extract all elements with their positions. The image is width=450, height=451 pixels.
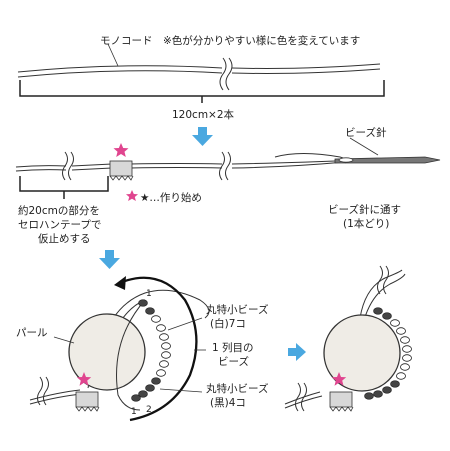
pearl-bead-final (323, 314, 401, 392)
tape-note-line2: セロハンテープで (18, 219, 101, 231)
white-beads-label-2: (白)7コ (210, 317, 246, 330)
leader-line-white (167, 317, 203, 331)
bead-white (402, 354, 412, 362)
bead-white (400, 336, 410, 344)
pearl-label: パール (16, 327, 48, 339)
step3-assembly (29, 289, 210, 412)
length-label: 120cm×2本 (172, 108, 235, 121)
start-marker-label: ★…作り始め (140, 191, 202, 204)
bead-white (402, 345, 412, 353)
bead-black (145, 307, 155, 315)
bead-white (159, 333, 169, 341)
bead-black (138, 390, 148, 398)
bead-black (373, 390, 383, 398)
step2-cord (15, 151, 361, 181)
arrow-down-1 (192, 127, 213, 146)
white-beads-label-1: 丸特小ビーズ (206, 303, 268, 316)
leader-line-pearl (53, 336, 75, 344)
bead-white (400, 363, 410, 371)
bead-needle-icon (334, 156, 441, 164)
bead-needle-label: ビーズ針 (345, 126, 387, 139)
bead-black (382, 386, 392, 394)
pearl-bead (68, 313, 146, 391)
thread-note-line2: (1本どり) (343, 217, 389, 230)
thread-note-line1: ビーズ針に通す (328, 203, 401, 216)
step1-cord (17, 57, 381, 91)
bead-black (138, 299, 148, 307)
row-number-top: 1 (146, 289, 152, 299)
bead-white (156, 324, 166, 332)
step4-bead-ring (364, 307, 412, 400)
bead-white (396, 372, 406, 380)
bead-black (382, 312, 392, 320)
tape-icon (109, 160, 134, 181)
step4-assembly (284, 265, 406, 412)
leader-line-mono (107, 43, 119, 67)
black-beads-label-1: 丸特小ビーズ (206, 382, 268, 395)
leader-line-black (159, 388, 203, 393)
row-arc (121, 276, 198, 422)
row-arc-arrowhead (114, 276, 126, 290)
row-label-1: 1 列目の (212, 341, 254, 354)
row-label-2: ビーズ (218, 355, 249, 368)
bead-black (145, 384, 155, 392)
tape-note-line1: 約20cmの部分を (18, 204, 100, 217)
bead-black (364, 392, 374, 400)
tape-note-line3: 仮止めする (38, 232, 91, 245)
bead-white (151, 315, 161, 323)
black-beads-label-2: (黒)4コ (210, 397, 246, 409)
bead-black (131, 394, 141, 402)
row-number-bottom-1: 1 (131, 407, 137, 417)
arrow-right (288, 343, 306, 361)
bead-white (396, 327, 406, 335)
bead-black (373, 307, 383, 315)
start-star-icon (113, 143, 129, 157)
bead-white (159, 360, 169, 368)
length-bracket (19, 80, 385, 97)
arrow-down-2 (99, 250, 120, 269)
step3-bead-row (131, 299, 171, 402)
step3-star-icon (76, 372, 92, 386)
bead-black (151, 377, 161, 385)
row-number-bottom-2: 2 (146, 405, 152, 415)
step4-star-icon (331, 372, 347, 386)
bead-black (390, 380, 400, 388)
bead-white (161, 342, 171, 350)
bead-white (390, 319, 400, 327)
leader-line-needle (349, 137, 379, 156)
bead-white (156, 369, 166, 377)
bead-white (161, 351, 171, 359)
legend-star-icon (126, 190, 138, 201)
mono-cord-label: モノコード ※色が分かりやすい様に色を変えています (100, 34, 360, 47)
